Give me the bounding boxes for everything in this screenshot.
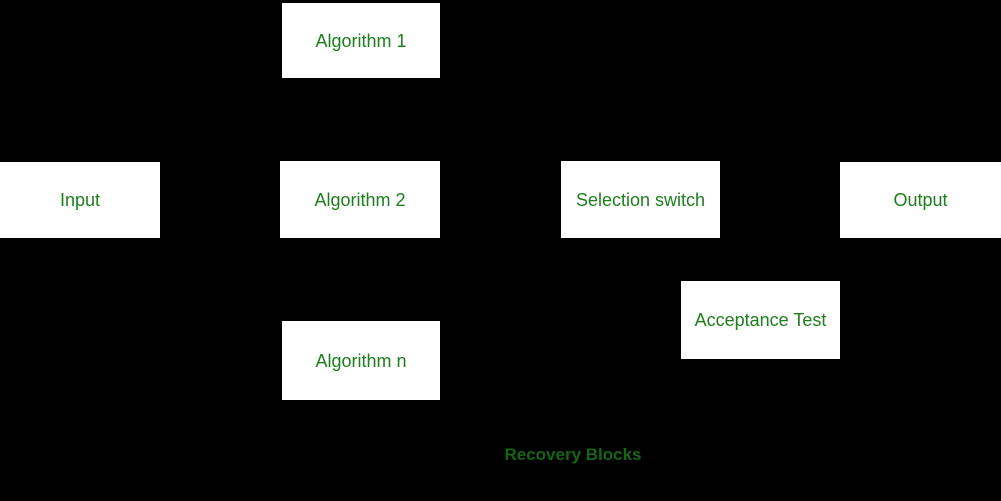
node-algorithm-1: Algorithm 1: [282, 3, 440, 78]
node-output-label: Output: [893, 190, 948, 210]
node-acceptance-test-label: Acceptance Test: [694, 310, 827, 330]
node-selection-switch-label: Selection switch: [575, 189, 706, 210]
node-input-label: Input: [59, 190, 101, 210]
node-selection-switch: Selection switch: [561, 161, 720, 238]
node-algorithm-n-label: Algorithm n: [315, 350, 407, 371]
node-algorithm-2: Algorithm 2: [280, 161, 440, 238]
node-input: Input: [0, 162, 160, 238]
node-algorithm-n: Algorithm n: [282, 321, 440, 400]
node-acceptance-test: Acceptance Test: [681, 281, 840, 359]
node-algorithm-1-label: Algorithm 1: [315, 30, 407, 51]
node-algorithm-2-label: Algorithm 2: [314, 189, 406, 210]
node-output: Output: [840, 162, 1001, 238]
diagram-title: Recovery Blocks: [504, 445, 642, 464]
